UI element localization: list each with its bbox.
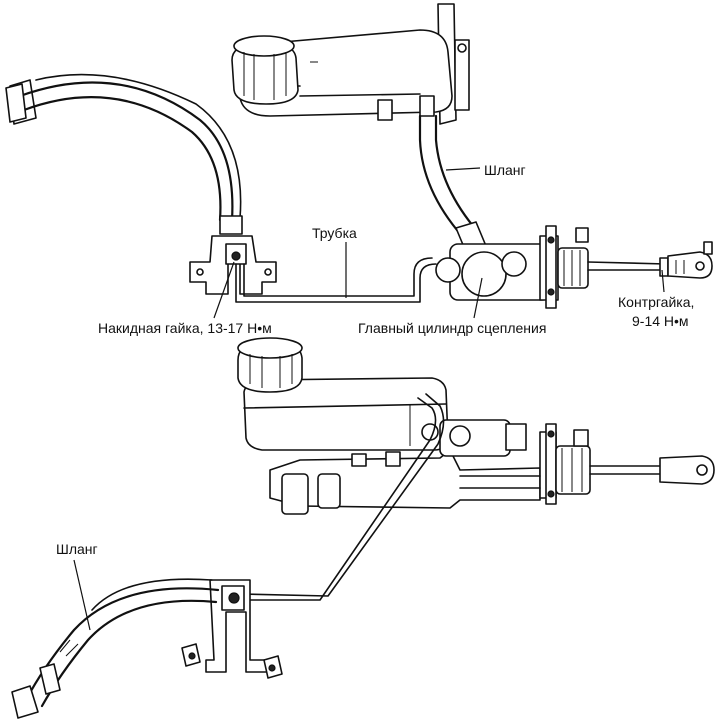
top-master-cylinder xyxy=(435,225,589,309)
label-hose-top: Шланг xyxy=(484,162,526,178)
bottom-assembly xyxy=(11,337,715,719)
leader-locknut xyxy=(661,269,665,293)
bottom-reservoir-cap xyxy=(237,337,303,393)
bottom-tube xyxy=(235,393,445,601)
top-hose-left xyxy=(5,73,243,235)
bottom-hose xyxy=(11,578,220,719)
top-assembly xyxy=(5,3,713,319)
top-bracket xyxy=(189,235,277,295)
bottom-pushrod xyxy=(589,455,715,485)
top-reservoir-cap xyxy=(231,35,299,105)
label-flare-nut: Накидная гайка, 13-17 Н•м xyxy=(98,320,272,336)
leader-hose-top xyxy=(445,167,481,171)
top-tube xyxy=(235,257,437,303)
bottom-master-cylinder xyxy=(269,419,591,515)
label-locknut-line1: Контргайка, xyxy=(618,294,694,310)
bottom-bracket xyxy=(181,579,283,679)
leader-master-cylinder xyxy=(473,277,483,319)
leader-hose-bottom xyxy=(73,559,91,631)
top-pushrod xyxy=(587,241,713,279)
label-tube: Трубка xyxy=(312,225,357,241)
label-locknut-line2: 9-14 Н•м xyxy=(632,313,689,329)
label-hose-bottom: Шланг xyxy=(56,541,98,557)
leader-flare-nut xyxy=(213,261,235,319)
top-feed-hose xyxy=(418,114,487,253)
label-master-cylinder: Главный цилиндр сцепления xyxy=(358,320,546,336)
